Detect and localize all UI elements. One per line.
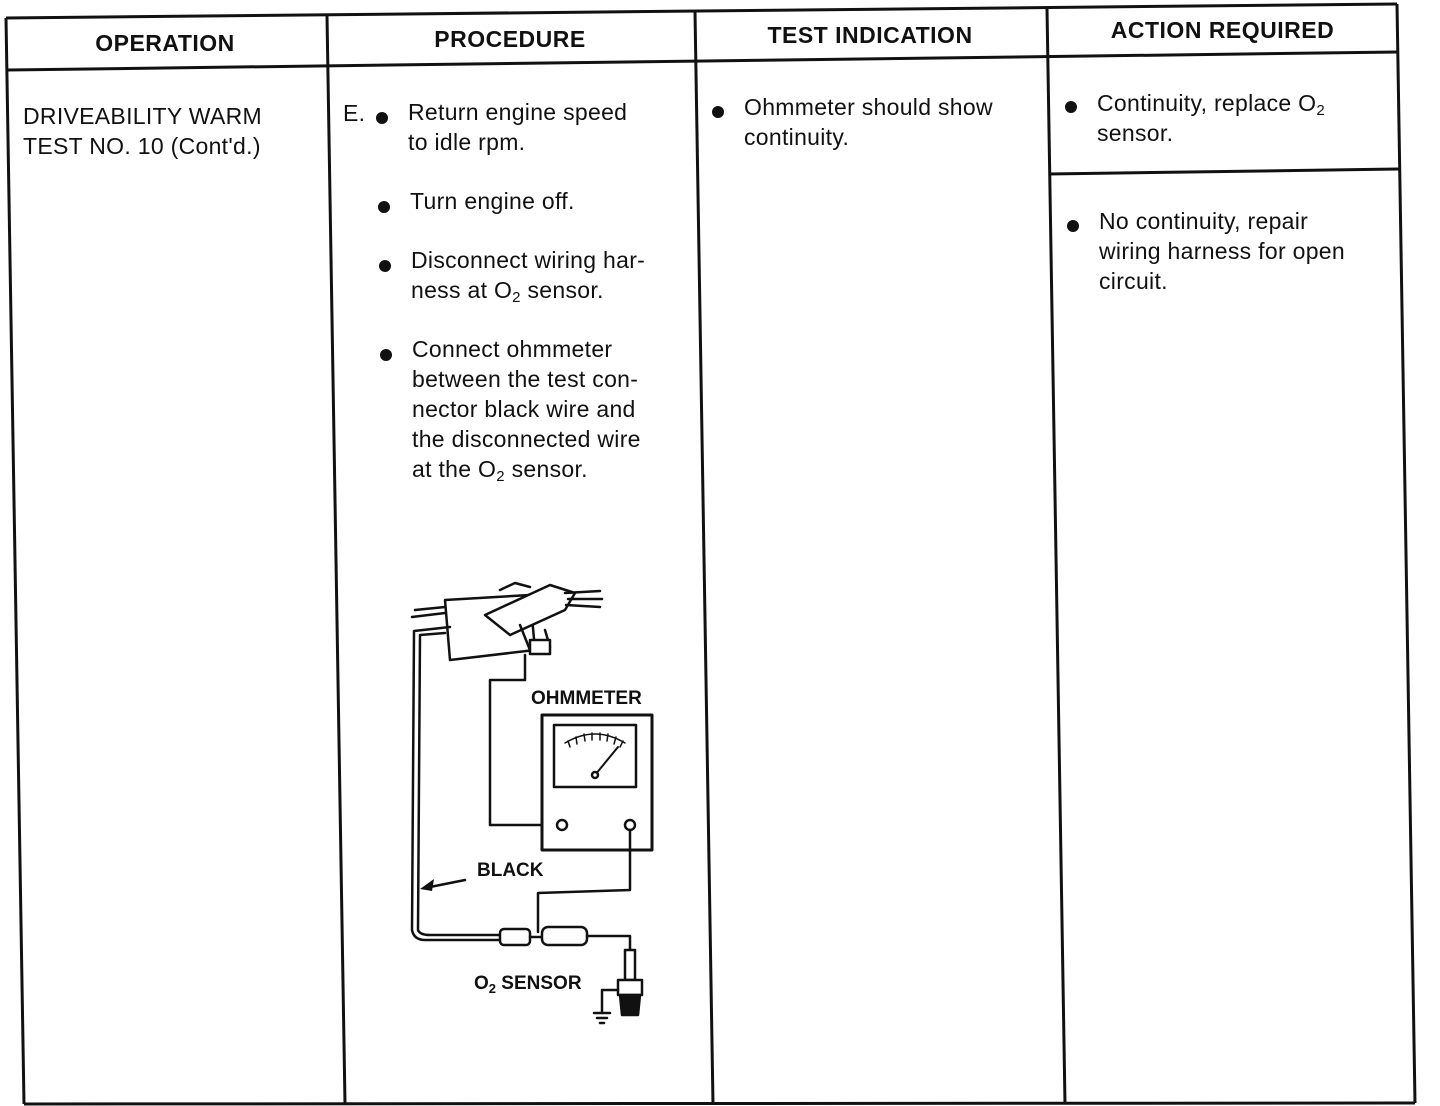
o2-sensor-icon xyxy=(600,948,644,1017)
procedure-step-4-text: at the O xyxy=(412,456,497,482)
procedure-step-1: Return engine speed to idle rpm. xyxy=(408,97,627,157)
procedure-step-1-line: to idle rpm. xyxy=(408,129,526,155)
bullet-icon xyxy=(712,106,724,118)
bullet-icon xyxy=(1065,101,1077,113)
test-connector-icon xyxy=(410,581,604,662)
operation-line-1: DRIVEABILITY WARM xyxy=(23,103,262,129)
action-no-continuity-line: wiring harness for open xyxy=(1099,238,1345,264)
inline-connector-icon xyxy=(498,925,632,952)
procedure-step-1-line: Return engine speed xyxy=(408,99,628,125)
action-continuity-line: sensor. xyxy=(1097,120,1174,146)
procedure-step-4-line: between the test con- xyxy=(412,366,639,392)
step-letter: E. xyxy=(343,100,366,126)
procedure-step-4: Connect ohmmeter between the test con- n… xyxy=(412,334,641,484)
subscript-2: 2 xyxy=(496,468,505,485)
procedure-step-4-line: nector black wire and xyxy=(412,396,636,422)
action-continuity-text: Continuity, replace O xyxy=(1097,90,1317,116)
action-no-continuity-line: circuit. xyxy=(1099,268,1168,294)
header-test-indication: TEST INDICATION xyxy=(767,22,973,48)
procedure-step-4-line: Connect ohmmeter xyxy=(412,336,613,362)
procedure-step-3-text: ness at O xyxy=(411,277,513,303)
o2-sensor-label: O2 SENSOR xyxy=(474,973,582,995)
procedure-step-4-line: the disconnected wire xyxy=(412,426,641,452)
o2-sensor-label-text: SENSOR xyxy=(496,973,582,994)
action-continuity-line: Continuity, replace O2 xyxy=(1097,88,1325,118)
procedure-step-3-line: Disconnect wiring har- xyxy=(411,247,646,273)
header-procedure: PROCEDURE xyxy=(434,26,586,52)
procedure-step-3: Disconnect wiring har- ness at O2 sensor… xyxy=(411,245,645,305)
procedure-step-2: Turn engine off. xyxy=(410,186,575,216)
procedure-step-3-line: ness at O2 sensor. xyxy=(411,275,645,305)
bullet-icon xyxy=(380,349,392,361)
procedure-step-4-text: sensor. xyxy=(504,456,588,482)
procedure-step-3-text: sensor. xyxy=(520,277,604,303)
subscript-2: 2 xyxy=(1316,102,1326,119)
ohmmeter-icon xyxy=(540,713,654,852)
operation-line-2: TEST NO. 10 (Cont'd.) xyxy=(23,133,261,159)
test-indication-line: Ohmmeter should show xyxy=(744,94,993,120)
header-action-required: ACTION REQUIRED xyxy=(1110,17,1335,43)
test-indication-text: Ohmmeter should show continuity. xyxy=(744,92,993,152)
action-no-continuity: No continuity, repair wiring harness for… xyxy=(1099,206,1345,296)
bullet-icon xyxy=(379,260,391,272)
ground-icon xyxy=(592,1011,612,1025)
operation-name: DRIVEABILITY WARM TEST NO. 10 (Cont'd.) xyxy=(23,101,262,161)
procedure-step-2-line: Turn engine off. xyxy=(410,188,575,214)
procedure-step-4-line: at the O2 sensor. xyxy=(412,454,641,484)
test-indication-line: continuity. xyxy=(744,124,850,150)
bullet-icon xyxy=(378,201,390,213)
action-continuity: Continuity, replace O2 sensor. xyxy=(1097,88,1325,148)
bullet-icon xyxy=(1067,220,1079,232)
ohmmeter-label: OHMMETER xyxy=(531,688,642,709)
o2-sensor-label-text: O xyxy=(474,973,489,994)
bullet-icon xyxy=(376,112,388,124)
header-operation: OPERATION xyxy=(95,30,235,56)
action-no-continuity-line: No continuity, repair xyxy=(1099,208,1309,234)
ohmmeter-wiring-diagram xyxy=(410,581,654,1025)
black-wire-label: BLACK xyxy=(477,860,544,881)
subscript-2: 2 xyxy=(512,289,521,306)
subscript-2: 2 xyxy=(488,981,497,996)
